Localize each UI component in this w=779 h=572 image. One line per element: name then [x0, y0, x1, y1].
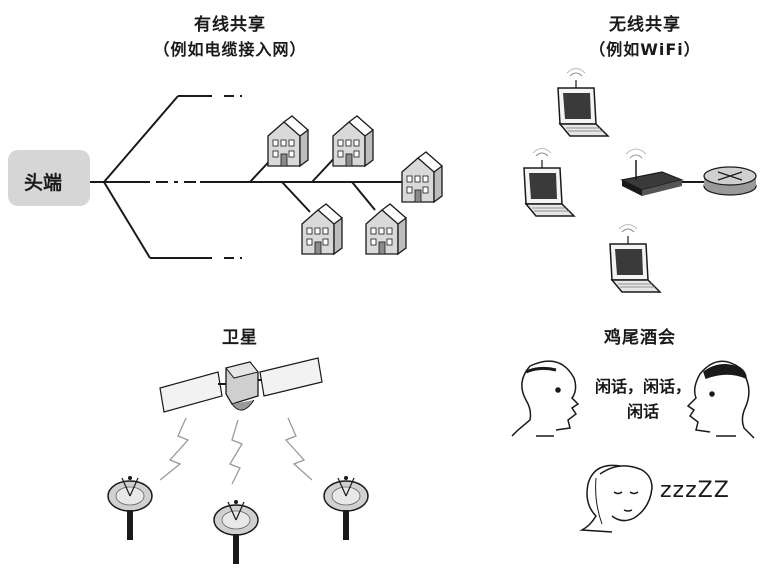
chatter-text-line1: 闲话，闲话，	[594, 377, 691, 396]
wired-subtitle: （例如电缆接入网）	[153, 40, 307, 59]
house-icon	[332, 115, 374, 167]
signal-bolts	[159, 417, 313, 485]
satellite-panel	[107, 357, 369, 565]
house-icon	[267, 115, 309, 167]
wireless-panel	[523, 67, 757, 293]
satellite-dish-icon	[323, 475, 369, 541]
man-right-face-icon	[686, 360, 755, 439]
man-left-face-icon	[511, 360, 580, 437]
laptop-icon	[557, 67, 609, 137]
cocktail-title: 鸡尾酒会	[604, 328, 676, 348]
satellite-title: 卫星	[222, 328, 258, 348]
house-icon	[365, 203, 407, 255]
sleeping-woman-icon	[579, 464, 653, 533]
router-icon	[703, 166, 757, 196]
wireless-title: 无线共享	[609, 15, 681, 35]
cocktail-panel	[511, 360, 755, 533]
house-icon	[301, 203, 343, 255]
wireless-subtitle: （例如WiFi）	[589, 40, 701, 59]
chatter-text-line2: 闲话	[626, 402, 659, 421]
wired-title: 有线共享	[194, 15, 266, 35]
wired-panel	[8, 95, 443, 259]
snore-text: zzzZZ	[660, 478, 730, 503]
laptop-icon	[609, 223, 661, 293]
laptop-icon	[523, 147, 575, 217]
headend-label: 头端	[24, 172, 63, 194]
wifi-access-point-icon	[620, 148, 684, 196]
satellite-dish-icon	[107, 475, 153, 541]
satellite-dish-icon	[213, 499, 259, 565]
house-icon	[401, 151, 443, 203]
satellite-icon	[159, 357, 323, 413]
headend-box	[8, 150, 90, 206]
